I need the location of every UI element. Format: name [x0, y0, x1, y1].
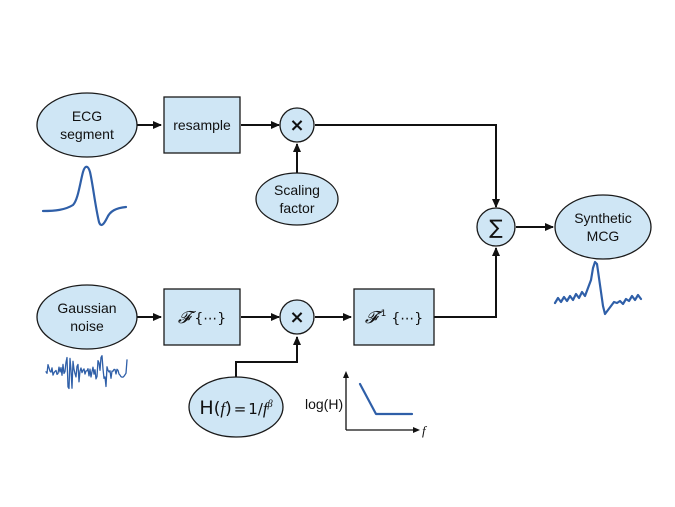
inverse-fourier-braces: {⋯} [391, 311, 423, 327]
multiply-top-node: × [279, 107, 315, 143]
spectrum-y-arrowhead [343, 371, 349, 378]
synthetic-mcg-node: Synthetic MCG [554, 194, 652, 260]
spectrum-xlabel: f [422, 423, 428, 438]
spectrum-curve [358, 382, 414, 416]
filter-paren-close: ) [225, 399, 232, 419]
inverse-fourier-label: 𝓕-1{⋯} [365, 308, 423, 327]
ecg-line1: ECG [72, 108, 102, 124]
noise-line1: Gaussian [57, 300, 116, 316]
arrow-filter-to-multiply [235, 336, 301, 377]
multiply-top-symbol: × [289, 115, 304, 136]
arrow-inverse-fourier-to-sum [434, 247, 500, 318]
filter-paren-open: ( [214, 399, 221, 419]
multiply-bottom-symbol: × [289, 307, 304, 328]
ecg-waveform-icon [41, 165, 128, 227]
filter-formula: H(f)=1/fβ [199, 397, 272, 419]
noise-waveform-icon [45, 355, 128, 390]
fourier-braces: {⋯} [194, 311, 226, 327]
mcg-line1: Synthetic [574, 210, 632, 226]
filter-slash: / [258, 400, 264, 418]
noise-line2: noise [70, 318, 104, 334]
connectors [136, 121, 554, 377]
resample-node: resample [163, 96, 241, 154]
multiply-bottom-node: × [279, 299, 315, 335]
scaling-line1: Scaling [274, 182, 320, 198]
mcg-line2: MCG [587, 228, 620, 244]
fourier-transform-node: 𝓕{⋯} [163, 288, 241, 346]
scaling-factor-node: Scaling factor [255, 172, 339, 226]
filter-equals: = [234, 400, 247, 418]
ecg-line2: segment [60, 126, 114, 142]
filter-f: f [220, 399, 227, 418]
sum-node: ∑ [476, 207, 516, 247]
spectrum-x-arrowhead [413, 427, 420, 433]
mcg-waveform-icon [553, 260, 643, 316]
filter-h: H [199, 397, 213, 419]
fourier-label: 𝓕{⋯} [178, 308, 226, 327]
filter-one: 1 [248, 400, 258, 418]
filter-node: H(f)=1/fβ [188, 376, 284, 438]
filter-beta: β [267, 399, 273, 410]
scaling-line2: factor [279, 200, 314, 216]
spectrum-plot: log(H) f [305, 371, 428, 438]
inverse-fourier-node: 𝓕-1{⋯} [353, 288, 435, 346]
arrow-multiply-to-sum [315, 124, 500, 208]
ecg-segment-node: ECG segment [36, 92, 138, 158]
sum-symbol: ∑ [489, 215, 503, 239]
spectrum-ylabel: log(H) [305, 396, 343, 412]
inverse-fourier-sup: -1 [377, 309, 386, 319]
resample-label: resample [173, 117, 231, 133]
filter-f2: f [263, 399, 270, 418]
gaussian-noise-node: Gaussian noise [36, 284, 138, 350]
